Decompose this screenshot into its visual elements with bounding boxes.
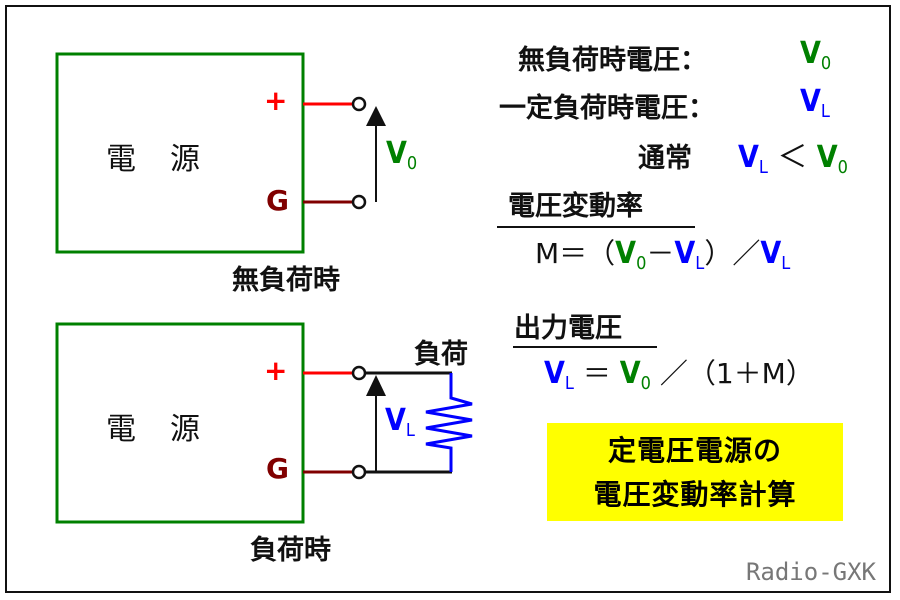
usually-inequality: VL ＜ V0 [738,140,848,178]
voltage-label-v0: V0 [386,136,418,174]
voltage-label-vl: VL [385,403,415,441]
power-source-box-no-load [55,52,305,254]
power-source-label-load: 電 源 [106,412,202,447]
title-line-1: 定電圧電源の [607,434,782,467]
plus-label-no-load: + [264,84,288,117]
arrow-head-icon [366,106,386,126]
load-label: 負荷 [414,339,468,370]
resistor-icon [425,373,473,472]
no-load-voltage-symbol: V0 [800,36,832,74]
title-line-2: 電圧変動率計算 [593,478,797,511]
arrow-head-icon [366,375,386,396]
caption-load: 負荷時 [250,535,331,566]
ground-label-no-load: G [266,184,289,217]
regulation-heading: 電圧変動率 [508,191,643,222]
terminal-plus-load [351,365,367,381]
terminal-plus-no-load [351,96,367,112]
output-heading: 出力電圧 [514,313,622,344]
regulation-divider [497,226,695,228]
credit-text: Radio-GXK [745,558,876,586]
const-load-voltage-symbol: VL [800,84,830,122]
output-formula: VL ＝ V0 ／（1＋M） [544,356,814,394]
terminal-ground-no-load [351,194,367,210]
plus-label-load: + [264,354,288,387]
usually-label: 通常 [638,143,692,174]
output-divider [513,346,657,348]
terminal-ground-load [351,464,367,480]
no-load-voltage-label: 無負荷時電圧： [518,45,707,76]
ground-label-load: G [266,452,289,485]
regulation-formula: M＝（V0－VL）／VL [535,236,791,274]
power-source-box-load [55,322,305,524]
title-highlight-box: 定電圧電源の 電圧変動率計算 [547,423,843,521]
caption-no-load: 無負荷時 [232,265,340,296]
const-load-voltage-label: 一定負荷時電圧： [499,93,715,124]
power-source-label-no-load: 電 源 [106,142,202,177]
